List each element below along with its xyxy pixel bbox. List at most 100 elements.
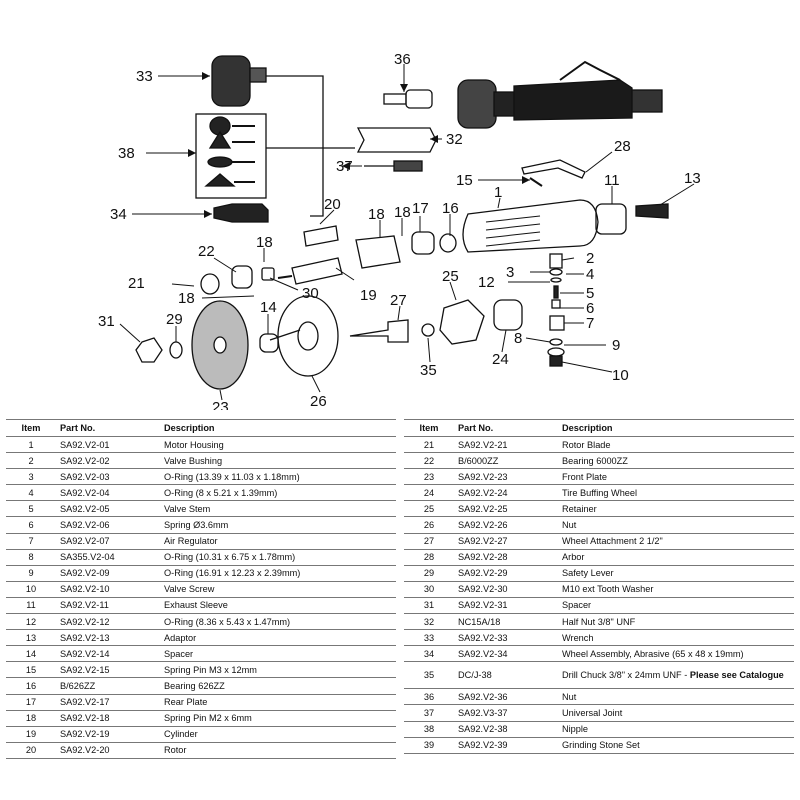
item-cell: 31: [404, 597, 454, 615]
part-no-cell: SA92.V2-23: [454, 468, 558, 486]
item-cell-text: 22: [423, 455, 435, 466]
callout-34: 33: [136, 68, 153, 85]
part-no-cell: SA92.V2-39: [454, 737, 558, 754]
part-13-adaptor: [635, 203, 669, 219]
part-no-cell: SA92.V2-12: [56, 613, 160, 631]
header-item: Item: [404, 419, 454, 437]
description-cell-text: Spring Ø3.6mm: [164, 520, 229, 531]
callout-18a: 18: [394, 204, 411, 221]
item-cell: 10: [6, 581, 56, 598]
description-cell-text: Wheel Assembly, Abrasive (65 x 48 x 19mm…: [562, 648, 744, 659]
part-27-wheel-attachment: [277, 295, 339, 377]
item-cell: 11: [6, 597, 56, 615]
callout-36: 35: [420, 362, 437, 379]
item-cell: 5: [6, 500, 56, 518]
part-22-bearing: [200, 273, 220, 295]
item-cell: 16: [6, 677, 56, 695]
part-no-cell: SA92.V2-14: [56, 645, 160, 663]
part-no-cell: SA92.V2-03: [56, 468, 160, 486]
callout-4: 4: [586, 266, 594, 283]
callout-29: 28: [614, 138, 631, 155]
part-no-cell-text: SA92.V2-14: [60, 648, 110, 659]
table-header-row: Item Part No. Description: [6, 419, 396, 437]
item-cell-text: 23: [423, 471, 435, 482]
description-cell: Nipple: [558, 721, 794, 738]
description-cell: Grinding Stone Set: [558, 737, 794, 754]
description-cell-text: Valve Bushing: [164, 455, 223, 466]
description-cell: O-Ring (8 x 5.21 x 1.39mm): [160, 484, 396, 502]
item-cell: 1: [6, 436, 56, 454]
callout-18c: 18: [178, 290, 195, 307]
item-cell: 29: [404, 565, 454, 582]
callout-2: 2: [586, 250, 594, 267]
item-cell: 4: [6, 484, 56, 502]
part-16-bearing: [439, 233, 457, 253]
item-cell: 32: [404, 613, 454, 631]
item-cell-text: 1: [28, 439, 34, 450]
part-no-cell-text: SA92.V2-27: [458, 536, 508, 547]
description-cell-text: Adaptor: [164, 632, 197, 643]
description-cell-text: Bearing 6000ZZ: [562, 455, 628, 466]
item-cell: 23: [404, 468, 454, 486]
part-no-cell-text: SA92.V2-34: [458, 648, 508, 659]
description-cell: Spacer: [558, 597, 794, 615]
description-cell: Valve Screw: [160, 581, 396, 598]
item-cell-text: 8: [28, 552, 34, 563]
header-description: Description: [160, 419, 396, 437]
item-cell-text: 39: [423, 740, 435, 751]
description-cell-text: Spacer: [562, 600, 592, 611]
description-cell-text: O-Ring (16.91 x 12.23 x 2.39mm): [164, 568, 301, 579]
part-no-cell: SA92.V2-34: [454, 645, 558, 663]
item-cell: 35: [404, 661, 454, 690]
part-no-cell-text: SA92.V2-05: [60, 503, 110, 514]
part-no-cell: SA92.V2-33: [454, 629, 558, 647]
item-cell: 22: [404, 452, 454, 470]
part-no-cell-text: SA92.V2-07: [60, 536, 110, 547]
part-32-half-nut: [135, 337, 163, 363]
callout-38: 37: [336, 158, 353, 175]
table-header-row: Item Part No. Description: [404, 419, 794, 437]
part-no-cell-text: SA92.V2-17: [60, 697, 110, 708]
part-no-cell: SA92.V2-19: [56, 726, 160, 743]
part-25-retainer: [493, 299, 523, 331]
item-cell-text: 31: [423, 600, 435, 611]
part-36-nut: [421, 323, 435, 337]
item-cell-text: 32: [423, 616, 435, 627]
part-no-cell-text: SA92.V2-04: [60, 487, 110, 498]
part-no-cell: SA92.V2-10: [56, 581, 160, 598]
part-33-wrench: [356, 127, 437, 153]
part-no-cell: SA92.V2-13: [56, 629, 160, 647]
part-30-washer: [169, 341, 183, 359]
item-cell-text: 24: [423, 487, 435, 498]
description-cell-text: Air Regulator: [164, 536, 218, 547]
part-no-cell-text: SA92.V2-36: [458, 691, 508, 702]
description-cell: Wrench: [558, 629, 794, 647]
table-row: 4 SA92.V2-04 O-Ring (8 x 5.21 x 1.39mm): [6, 484, 396, 502]
callout-35: 34: [110, 206, 127, 223]
description-cell: Bearing 626ZZ: [160, 677, 396, 695]
item-cell-text: 5: [28, 503, 34, 514]
description-cell-text: Nut: [562, 691, 577, 702]
description-cell-text: Tire Buffing Wheel: [562, 487, 638, 498]
part-no-cell-text: SA92.V2-33: [458, 632, 508, 643]
part-no-cell-text: SA92.V2-19: [60, 729, 110, 740]
description-cell-text: Cylinder: [164, 729, 198, 740]
callout-22: 21: [128, 275, 145, 292]
callout-7: 7: [586, 315, 594, 332]
description-cell: Front Plate: [558, 468, 794, 486]
